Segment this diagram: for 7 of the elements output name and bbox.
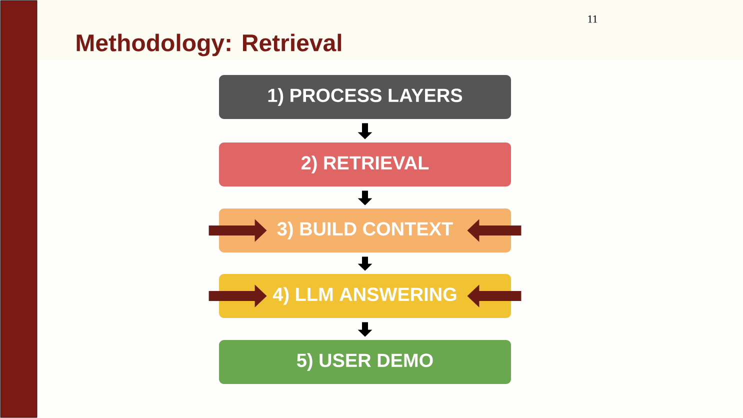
step-box: 1) PROCESS LAYERS bbox=[219, 75, 511, 119]
step-box: 4) LLM ANSWERING bbox=[219, 274, 511, 318]
step-box: 5) USER DEMO bbox=[219, 340, 511, 384]
slide-title: Methodology: Retrieval bbox=[76, 34, 342, 56]
step-box: 3) BUILD CONTEXT bbox=[219, 208, 511, 252]
page-number: 11 bbox=[588, 15, 598, 23]
step-box: 2) RETRIEVAL bbox=[219, 142, 511, 186]
